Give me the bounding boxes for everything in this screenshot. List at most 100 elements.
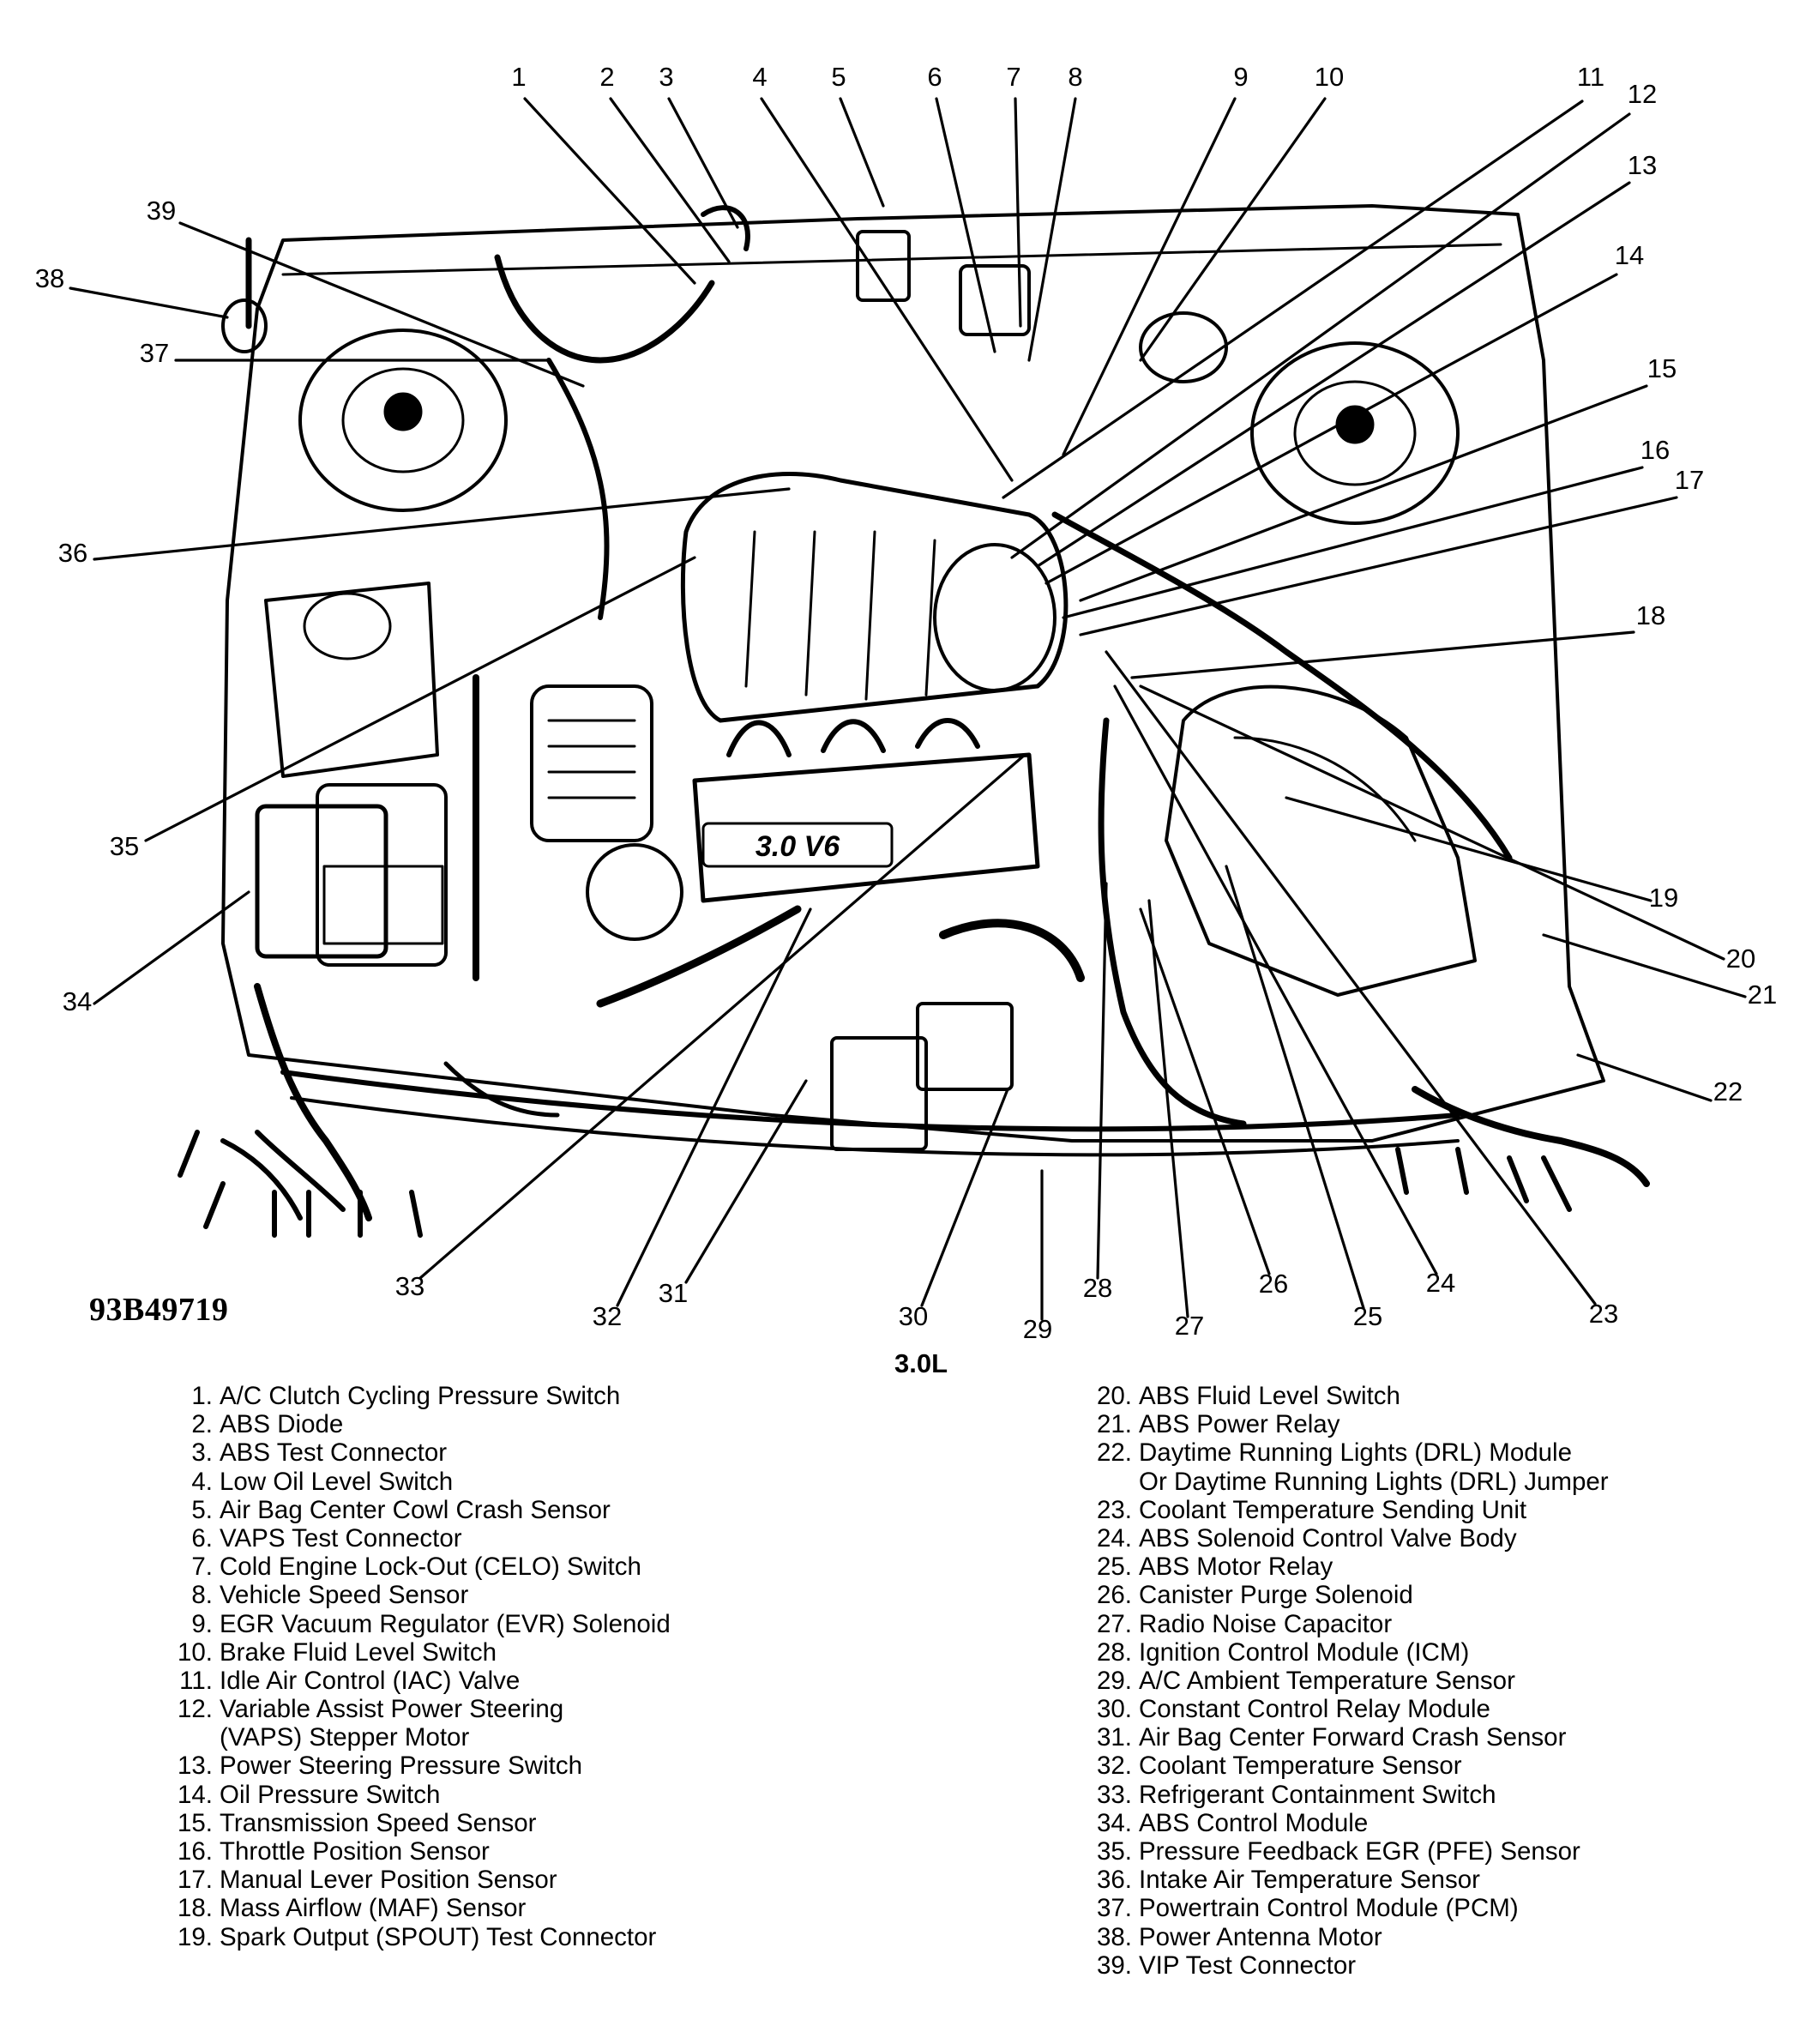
- legend-item-number: 28.: [1096, 1637, 1132, 1667]
- callout-leader-line: [1036, 181, 1631, 568]
- callout-number: 8: [1068, 62, 1082, 92]
- legend-item-number: 9.: [191, 1609, 213, 1638]
- callout-leader-line: [1096, 882, 1108, 1280]
- legend-item: 36.Intake Air Temperature Sensor: [1091, 1866, 1609, 1894]
- legend-item-number: 16.: [177, 1837, 213, 1866]
- legend-item: 37.Powertrain Control Module (PCM): [1091, 1894, 1609, 1922]
- legend-item-label: Cold Engine Lock-Out (CELO) Switch: [220, 1553, 641, 1582]
- legend-item-label: ABS Fluid Level Switch: [1139, 1382, 1400, 1410]
- legend-item-number: 18.: [177, 1894, 213, 1923]
- callout-leader-line: [1576, 1053, 1713, 1102]
- legend-item-label: EGR Vacuum Regulator (EVR) Solenoid: [220, 1609, 671, 1638]
- callout-leader-line: [616, 907, 812, 1307]
- legend-item-number: 10.: [177, 1637, 213, 1667]
- legend-item-label: Pressure Feedback EGR (PFE) Sensor: [1139, 1837, 1580, 1866]
- legend-item: 12.Variable Assist Power Steering (VAPS)…: [172, 1695, 671, 1752]
- legend-item-label: Mass Airflow (MAF) Sensor: [220, 1894, 527, 1923]
- callout-leader-line: [1044, 273, 1618, 585]
- legend-item-number: 5.: [191, 1495, 213, 1524]
- legend-item: 39.VIP Test Connector: [1091, 1951, 1609, 1980]
- legend-item-number: 15.: [177, 1808, 213, 1837]
- callout-leader-line: [1079, 496, 1678, 636]
- legend-item: 11.Idle Air Control (IAC) Valve: [172, 1667, 671, 1695]
- callout-number: 18: [1636, 600, 1665, 630]
- callout-number: 32: [593, 1301, 622, 1331]
- legend-item-label: Manual Lever Position Sensor: [220, 1866, 557, 1895]
- legend-item-label: Intake Air Temperature Sensor: [1139, 1866, 1480, 1895]
- legend-item: 33.Refrigerant Containment Switch: [1091, 1781, 1609, 1809]
- legend-item: 20.ABS Fluid Level Switch: [1091, 1382, 1609, 1410]
- callout-number: 37: [140, 338, 169, 368]
- callout-leader-line: [920, 1088, 1009, 1307]
- legend-item-number: 14.: [177, 1780, 213, 1809]
- callout-number: 30: [899, 1301, 928, 1331]
- callout-number: 10: [1315, 62, 1344, 92]
- callout-number: 36: [58, 538, 87, 568]
- legend-item: 6.VAPS Test Connector: [172, 1524, 671, 1553]
- callout-number: 17: [1675, 465, 1704, 495]
- callout-leader-line: [523, 97, 696, 285]
- callout-leader-line: [1062, 97, 1237, 456]
- legend-item-label: Refrigerant Containment Switch: [1139, 1780, 1496, 1809]
- callout-leader-line: [1225, 865, 1365, 1310]
- legend-item-label: Air Bag Center Forward Crash Sensor: [1139, 1723, 1567, 1752]
- legend-item-number: 6.: [191, 1523, 213, 1553]
- legend-item-number: 13.: [177, 1752, 213, 1781]
- callout-number: 23: [1589, 1299, 1618, 1329]
- legend-item-label: A/C Clutch Cycling Pressure Switch: [220, 1382, 621, 1410]
- legend-item: 32.Coolant Temperature Sensor: [1091, 1752, 1609, 1780]
- legend-item: 23.Coolant Temperature Sending Unit: [1091, 1496, 1609, 1524]
- callout-number: 3: [659, 62, 673, 92]
- legend-item-number: 11.: [179, 1666, 213, 1695]
- legend-item-label: Power Antenna Motor: [1139, 1922, 1382, 1951]
- legend-item: 28.Ignition Control Module (ICM): [1091, 1638, 1609, 1667]
- legend-item-label: Powertrain Control Module (PCM): [1139, 1894, 1519, 1923]
- legend-item-number: 24.: [1096, 1523, 1132, 1553]
- legend-item: 22.Daytime Running Lights (DRL) Module O…: [1091, 1438, 1609, 1495]
- legend-item-number: 3.: [191, 1438, 213, 1468]
- callout-number: 14: [1615, 240, 1644, 270]
- legend-item-label: ABS Test Connector: [220, 1438, 448, 1468]
- legend-item-number: 32.: [1096, 1752, 1132, 1781]
- callout-leader-line: [178, 221, 585, 388]
- callout-leader-line: [144, 556, 696, 842]
- legend-item-label: Oil Pressure Switch: [220, 1780, 441, 1809]
- legend-item-label: A/C Ambient Temperature Sensor: [1139, 1666, 1515, 1695]
- callout-leader-line: [1542, 933, 1747, 998]
- callout-leader-line: [93, 890, 250, 1005]
- callout-number: 4: [752, 62, 767, 92]
- legend-item-label: Daytime Running Lights (DRL) Module Or D…: [1139, 1438, 1609, 1496]
- legend-item-label: ABS Diode: [220, 1410, 344, 1439]
- callout-leader-line: [839, 97, 885, 208]
- callout-number: 9: [1233, 62, 1248, 92]
- legend-item-label: Power Steering Pressure Switch: [220, 1752, 583, 1781]
- callout-number: 38: [35, 263, 64, 293]
- legend-item-number: 29.: [1096, 1666, 1132, 1695]
- legend-item-label: Idle Air Control (IAC) Valve: [220, 1666, 521, 1695]
- legend-item: 8.Vehicle Speed Sensor: [172, 1581, 671, 1609]
- callout-number: 25: [1353, 1301, 1382, 1331]
- callout-leader-line: [1014, 97, 1022, 328]
- legend-item: 16.Throttle Position Sensor: [172, 1837, 671, 1866]
- legend-item-number: 25.: [1096, 1553, 1132, 1582]
- legend-item: 7.Cold Engine Lock-Out (CELO) Switch: [172, 1553, 671, 1581]
- callout-number: 26: [1259, 1269, 1288, 1299]
- callout-leader-line: [1079, 384, 1648, 602]
- engine-badge: 3.0 V6: [756, 830, 840, 863]
- legend-item-label: Air Bag Center Cowl Crash Sensor: [220, 1495, 611, 1524]
- legend-item-number: 31.: [1096, 1723, 1132, 1752]
- legend-item: 15.Transmission Speed Sensor: [172, 1809, 671, 1837]
- legend-item-label: Ignition Control Module (ICM): [1139, 1637, 1470, 1667]
- callout-number: 12: [1628, 79, 1657, 109]
- legend-item-number: 21.: [1096, 1410, 1132, 1439]
- legend-item-number: 7.: [191, 1553, 213, 1582]
- callout-number: 5: [831, 62, 846, 92]
- legend-item: 30.Constant Control Relay Module: [1091, 1695, 1609, 1723]
- callout-number: 15: [1647, 353, 1677, 383]
- legend-item-number: 2.: [191, 1410, 213, 1439]
- callout-leader-line: [93, 487, 791, 561]
- legend-item: 17.Manual Lever Position Sensor: [172, 1866, 671, 1894]
- legend-item-label: Low Oil Level Switch: [220, 1467, 454, 1496]
